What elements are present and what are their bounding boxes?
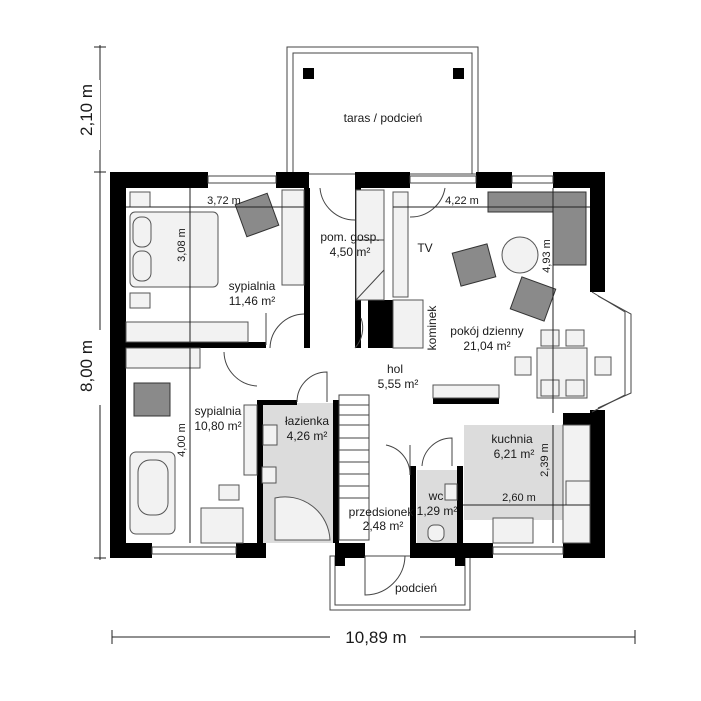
room-dimension-lines (126, 188, 590, 543)
living-name: pokój dzienny (450, 324, 523, 338)
bedroom2-name: sypialnia (195, 404, 242, 418)
living-area: 21,04 m² (463, 339, 510, 353)
bedroom1-width: 3,72 m (207, 195, 241, 207)
bedroom2-area: 10,80 m² (194, 419, 241, 433)
utility-fixtures (355, 189, 424, 349)
bathroom-area: 4,26 m² (287, 429, 328, 443)
hall-area: 5,55 m² (378, 377, 419, 391)
walls (110, 172, 605, 558)
kitchen-width: 2,60 m (502, 492, 536, 504)
living-width: 4,22 m (445, 195, 479, 207)
fireplace-label: kominek (425, 305, 439, 351)
porch (329, 555, 471, 611)
bedroom1-furniture (125, 189, 305, 343)
porch-label: podcień (395, 581, 437, 595)
bedroom1-area: 11,46 m² (229, 294, 275, 308)
kitchen-fixtures (427, 424, 591, 544)
terrace-depth-label: 2,10 m (77, 84, 96, 136)
utility-name: pom. gosp. (320, 230, 379, 244)
bedroom1-name: sypialnia (229, 279, 276, 293)
bathroom-fixtures (261, 424, 331, 541)
bedroom1-height: 3,08 m (176, 228, 188, 262)
bedroom2-height: 4,00 m (176, 423, 188, 457)
windows (151, 175, 632, 555)
terrace-label: taras / podcień (344, 111, 423, 125)
kitchen-height: 2,39 m (539, 443, 551, 477)
house-depth-label: 8,00 m (77, 340, 96, 392)
house-width-label: 10,89 m (345, 628, 406, 647)
vestibule-name: przedsionek (349, 505, 415, 519)
living-height: 4,93 m (541, 239, 553, 273)
living-furniture (432, 191, 612, 399)
vestibule-area: 2,48 m² (363, 519, 404, 533)
kitchen-floor (464, 425, 564, 520)
wc-area: 1,29 m² (417, 504, 458, 518)
wc-name: wc (428, 489, 444, 503)
tv-label: TV (417, 241, 432, 255)
kitchen-area: 6,21 m² (494, 447, 535, 461)
doors (223, 187, 453, 596)
bedroom2-furniture (125, 347, 258, 544)
utility-area: 4,50 m² (330, 245, 371, 259)
bathroom-name: łazienka (285, 414, 329, 428)
kitchen-name: kuchnia (491, 432, 533, 446)
hall-name: hol (387, 362, 403, 376)
stairs (338, 394, 370, 541)
